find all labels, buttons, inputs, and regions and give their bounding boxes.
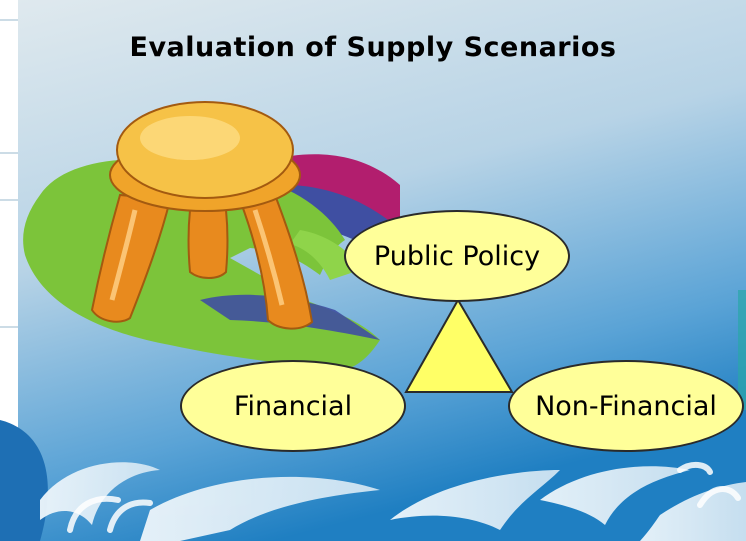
node-non-financial-label: Non-Financial bbox=[535, 390, 717, 422]
right-edge-strip bbox=[738, 290, 746, 410]
node-financial-label: Financial bbox=[233, 390, 353, 422]
node-financial: Financial bbox=[180, 360, 406, 452]
green-highlight bbox=[290, 230, 360, 280]
stool-leg-middle bbox=[187, 209, 229, 279]
stool-leg-right bbox=[238, 193, 314, 330]
slide-title: Evaluation of Supply Scenarios bbox=[129, 32, 617, 63]
left-blue-wedge bbox=[0, 420, 48, 541]
node-non-financial: Non-Financial bbox=[508, 360, 744, 452]
node-public-policy: Public Policy bbox=[344, 210, 570, 302]
wave-swirls bbox=[67, 462, 741, 533]
wave-decoration bbox=[40, 462, 746, 541]
node-public-policy-label: Public Policy bbox=[373, 240, 541, 272]
magenta-arch bbox=[270, 154, 400, 230]
stool-leg-left bbox=[90, 193, 172, 323]
